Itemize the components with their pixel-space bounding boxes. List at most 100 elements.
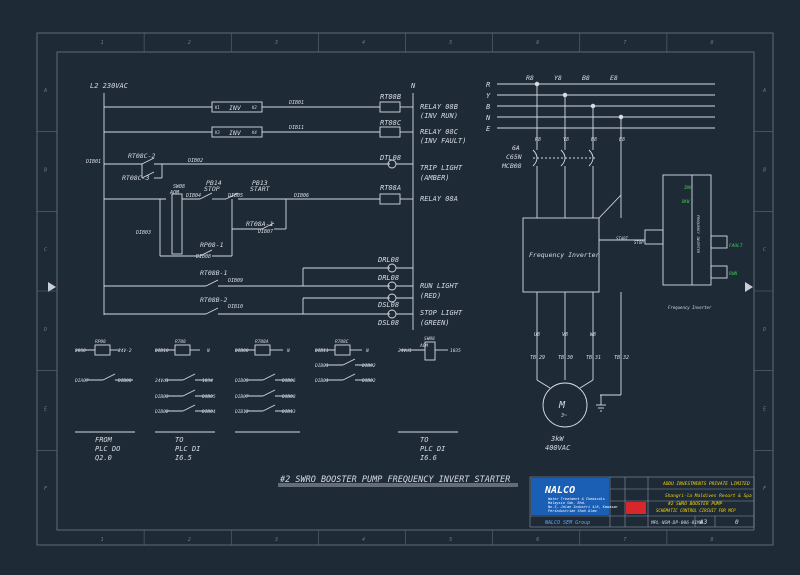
- svg-text:RP08: RP08: [95, 339, 106, 345]
- svg-text:MPL-NSM-DP-006-01MB: MPL-NSM-DP-006-01MB: [650, 520, 703, 526]
- svg-text:3kW: 3kW: [550, 435, 564, 443]
- svg-text:DIB11: DIB11: [314, 348, 329, 354]
- svg-text:K2: K2: [251, 105, 257, 110]
- drawing-title: #2 SWRO BOOSTER PUMP FREQUENCY INVERT ST…: [279, 475, 510, 485]
- svg-text:DRL08: DRL08: [377, 256, 399, 264]
- svg-text:N: N: [206, 348, 210, 354]
- svg-text:START: START: [616, 236, 629, 241]
- svg-text:B8: B8: [582, 74, 590, 82]
- grid-col-label: 7: [623, 537, 626, 543]
- svg-text:INV: INV: [684, 185, 692, 190]
- svg-text:PLC DI: PLC DI: [175, 445, 201, 453]
- svg-text:AOM: AOM: [419, 343, 428, 349]
- svg-text:AOM: AOM: [169, 190, 180, 196]
- svg-text:DIB09: DIB09: [227, 278, 243, 284]
- svg-text:DIB02: DIB02: [187, 158, 203, 164]
- svg-text:24Vd1: 24Vd1: [155, 378, 169, 384]
- svg-text:PLC DI: PLC DI: [420, 445, 446, 453]
- svg-text:FREQUENCY INVERTER: FREQUENCY INVERTER: [696, 215, 700, 253]
- svg-text:DIB06: DIB06: [293, 193, 309, 199]
- svg-text:ADDU INVESTMENTS PRIVATE LIMIT: ADDU INVESTMENTS PRIVATE LIMITED: [662, 481, 750, 487]
- svg-text:#2 SWRO BOOSTER PUMP: #2 SWRO BOOSTER PUMP: [667, 501, 722, 507]
- svg-text:400VAC: 400VAC: [545, 444, 571, 452]
- svg-text:Water Treatment & Chemicals: Water Treatment & Chemicals: [548, 497, 605, 501]
- svg-text:FROM: FROM: [95, 436, 113, 444]
- svg-text:DIB11: DIB11: [288, 125, 304, 131]
- nalco-logo-panel: [531, 478, 609, 515]
- l2-label: L2 230VAC: [90, 82, 129, 90]
- grid-row-label: A: [762, 88, 766, 94]
- grid-row-label: F: [44, 486, 48, 492]
- svg-text:RT08: RT08: [175, 339, 186, 345]
- svg-text:24Vd1: 24Vd1: [398, 348, 412, 354]
- svg-text:Perindustrian Shah Alam: Perindustrian Shah Alam: [548, 509, 597, 513]
- svg-text:W8: W8: [590, 332, 596, 338]
- right-arrow-icon: [745, 282, 753, 292]
- svg-text:TB.32: TB.32: [614, 355, 629, 361]
- svg-text:1035: 1035: [450, 348, 461, 354]
- svg-text:TO: TO: [175, 436, 183, 444]
- svg-text:E: E: [486, 125, 491, 133]
- grid-markers: [37, 33, 773, 545]
- svg-text:TO: TO: [420, 436, 428, 444]
- svg-text:(INV RUN): (INV RUN): [420, 112, 458, 120]
- svg-text:Y8: Y8: [563, 137, 569, 143]
- svg-text:RT08C: RT08C: [335, 339, 349, 345]
- svg-text:1034: 1034: [202, 378, 213, 384]
- svg-text:STOP: STOP: [634, 240, 644, 245]
- svg-text:DIB04: DIB04: [201, 409, 216, 415]
- grid-col-label: 1: [101, 40, 104, 46]
- svg-text:DIB01: DIB01: [314, 378, 329, 384]
- svg-text:RT08A-1: RT08A-1: [246, 220, 273, 228]
- svg-text:DIB07: DIB07: [257, 229, 273, 235]
- svg-text:I6.5: I6.5: [175, 454, 192, 462]
- grid-row-label: E: [44, 407, 47, 413]
- svg-text:DIB05: DIB05: [201, 394, 216, 400]
- svg-text:STOP: STOP: [204, 185, 220, 193]
- grid-row-label: A: [43, 88, 47, 94]
- grid-row-label: C: [44, 247, 47, 253]
- svg-text:V8: V8: [562, 332, 568, 338]
- svg-text:DTL08: DTL08: [379, 154, 401, 162]
- svg-text:DIB05: DIB05: [227, 193, 243, 199]
- svg-text:K1: K1: [214, 105, 220, 110]
- svg-text:DSL08: DSL08: [377, 319, 399, 327]
- svg-text:DIB08: DIB08: [117, 378, 132, 384]
- svg-text:Shangri-la Maldives Resort & S: Shangri-la Maldives Resort & Spa: [665, 493, 752, 499]
- svg-text:DIB01: DIB01: [288, 100, 304, 106]
- svg-text:DIB03: DIB03: [154, 394, 169, 400]
- nalco-logo: NALCO: [544, 485, 575, 496]
- svg-text:(GREEN): (GREEN): [420, 319, 450, 327]
- svg-text:K3: K3: [214, 130, 220, 135]
- grid-col-label: 2: [188, 40, 191, 46]
- svg-text:A3: A3: [699, 519, 708, 526]
- svg-text:Y8: Y8: [554, 74, 562, 82]
- grid-row-label: B: [44, 168, 47, 174]
- svg-text:N: N: [286, 348, 290, 354]
- svg-text:FAULT: FAULT: [729, 243, 743, 249]
- svg-text:N: N: [365, 348, 369, 354]
- svg-text:DIB04: DIB04: [185, 193, 201, 199]
- svg-text:DIB06: DIB06: [281, 378, 296, 384]
- svg-text:24V-2: 24V-2: [118, 348, 132, 354]
- svg-text:DIB02: DIB02: [361, 363, 376, 369]
- svg-text:6A: 6A: [512, 144, 520, 152]
- svg-text:Q2.0: Q2.0: [95, 454, 112, 462]
- grid-row-label: E: [763, 407, 766, 413]
- svg-text:DIB08: DIB08: [281, 394, 296, 400]
- svg-text:RT08C-3: RT08C-3: [122, 174, 149, 182]
- left-arrow-icon: [48, 282, 56, 292]
- grid-row-label: D: [762, 327, 766, 333]
- svg-text:(RED): (RED): [420, 292, 441, 300]
- svg-text:RUN: RUN: [729, 271, 737, 277]
- red-stamp: [626, 502, 646, 508]
- svg-text:B: B: [486, 103, 490, 111]
- svg-text:INV: INV: [229, 129, 242, 137]
- svg-text:Y: Y: [486, 92, 491, 100]
- svg-text:RP08-1: RP08-1: [200, 241, 224, 249]
- grid-col-label: 2: [188, 537, 191, 543]
- svg-text:DIB02: DIB02: [361, 378, 376, 384]
- svg-text:SW08: SW08: [424, 336, 435, 342]
- svg-text:STOP LIGHT: STOP LIGHT: [420, 309, 463, 317]
